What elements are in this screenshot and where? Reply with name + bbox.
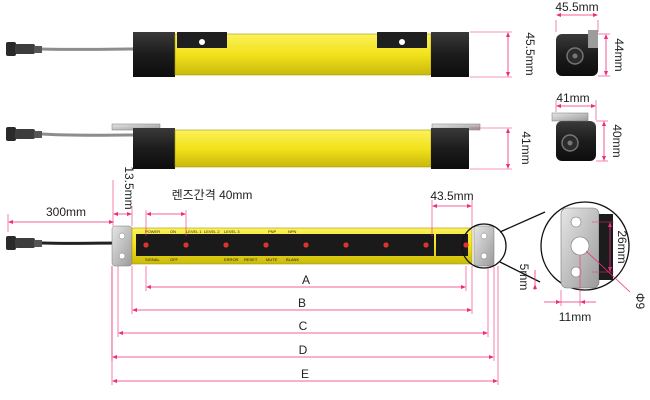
indicator-label: SIGNAL bbox=[145, 257, 160, 262]
led bbox=[383, 242, 389, 248]
dimension-letter: A bbox=[302, 273, 310, 287]
indicator-label: LEVEL 3 bbox=[224, 229, 240, 234]
indicator-labels-bottom: SIGNAL OFF ERROR RESET MUTE BLANK bbox=[145, 257, 299, 262]
middle-side-view: 41mm 40mm bbox=[551, 91, 624, 162]
height-label: 41mm bbox=[519, 131, 533, 164]
end-cap-right bbox=[431, 128, 469, 169]
bracket-hole bbox=[399, 39, 405, 45]
led-row bbox=[143, 242, 469, 248]
bracket bbox=[111, 225, 133, 267]
led bbox=[183, 242, 189, 248]
led bbox=[263, 242, 269, 248]
end-cap-right bbox=[431, 32, 469, 77]
cable-length-label: 300mm bbox=[46, 205, 86, 219]
indicator-label: PNP bbox=[268, 229, 277, 234]
led bbox=[343, 242, 349, 248]
indicator-label: POWER bbox=[145, 229, 160, 234]
indicator-label: BLANK bbox=[286, 257, 299, 262]
indicator-label: ON bbox=[170, 229, 176, 234]
middle-view: 41mm bbox=[6, 123, 533, 170]
indicator-label: LEVEL 2 bbox=[204, 229, 220, 234]
led bbox=[303, 242, 309, 248]
detail-view: 26mm 5mm 11mm Φ9 bbox=[517, 201, 647, 324]
connector bbox=[6, 42, 42, 56]
width-label: 41mm bbox=[556, 91, 589, 105]
bracket bbox=[473, 225, 495, 267]
indicator-label: LEVEL 1 bbox=[186, 229, 202, 234]
height-label: 45.5mm bbox=[523, 32, 537, 75]
lens-pitch-label: 렌즈간격 40mm bbox=[172, 188, 253, 202]
indicator-label: OFF bbox=[170, 257, 179, 262]
lens-window bbox=[136, 234, 434, 256]
cable bbox=[41, 132, 134, 137]
led bbox=[223, 242, 229, 248]
end-cap-left bbox=[133, 32, 175, 77]
led bbox=[423, 242, 429, 248]
led bbox=[143, 242, 149, 248]
indicator-label: MUTE bbox=[266, 257, 278, 262]
end-window bbox=[436, 234, 468, 256]
top-view: 45.5mm bbox=[6, 31, 537, 78]
height-label: 40mm bbox=[610, 124, 624, 157]
indicator-label: ERROR bbox=[224, 257, 239, 262]
bracket-offset-label: 13.5mm bbox=[122, 166, 136, 209]
dimension-letter: C bbox=[299, 319, 308, 333]
top-side-view: 45.5mm 44mm bbox=[555, 0, 626, 77]
end-length-label: 43.5mm bbox=[430, 189, 473, 203]
indicator-label: RESET bbox=[244, 257, 258, 262]
end-cap-left bbox=[133, 128, 175, 169]
connector bbox=[6, 127, 42, 141]
bracket-hole bbox=[199, 39, 205, 45]
yellow-housing bbox=[174, 129, 432, 168]
dimension-letter: E bbox=[301, 367, 309, 381]
detail-callout-circle bbox=[461, 223, 507, 269]
dimension-letter: B bbox=[298, 296, 306, 310]
detail-width-label: 11mm bbox=[559, 310, 591, 324]
height-label: 44mm bbox=[612, 38, 626, 71]
indicator-labels-top: POWER ON LEVEL 1 LEVEL 2 LEVEL 3 PNP NPN bbox=[145, 229, 297, 234]
width-label: 45.5mm bbox=[555, 0, 598, 14]
indicator-label: NPN bbox=[288, 229, 297, 234]
dimension-letter: D bbox=[299, 343, 308, 357]
hole-diameter-label: Φ9 bbox=[633, 293, 647, 310]
connector bbox=[6, 236, 42, 250]
led bbox=[463, 242, 469, 248]
front-view: POWER ON LEVEL 1 LEVEL 2 LEVEL 3 PNP NPN… bbox=[6, 166, 546, 283]
detail-height-label: 26mm bbox=[615, 230, 629, 263]
detail-offset-label: 5mm bbox=[517, 264, 531, 291]
